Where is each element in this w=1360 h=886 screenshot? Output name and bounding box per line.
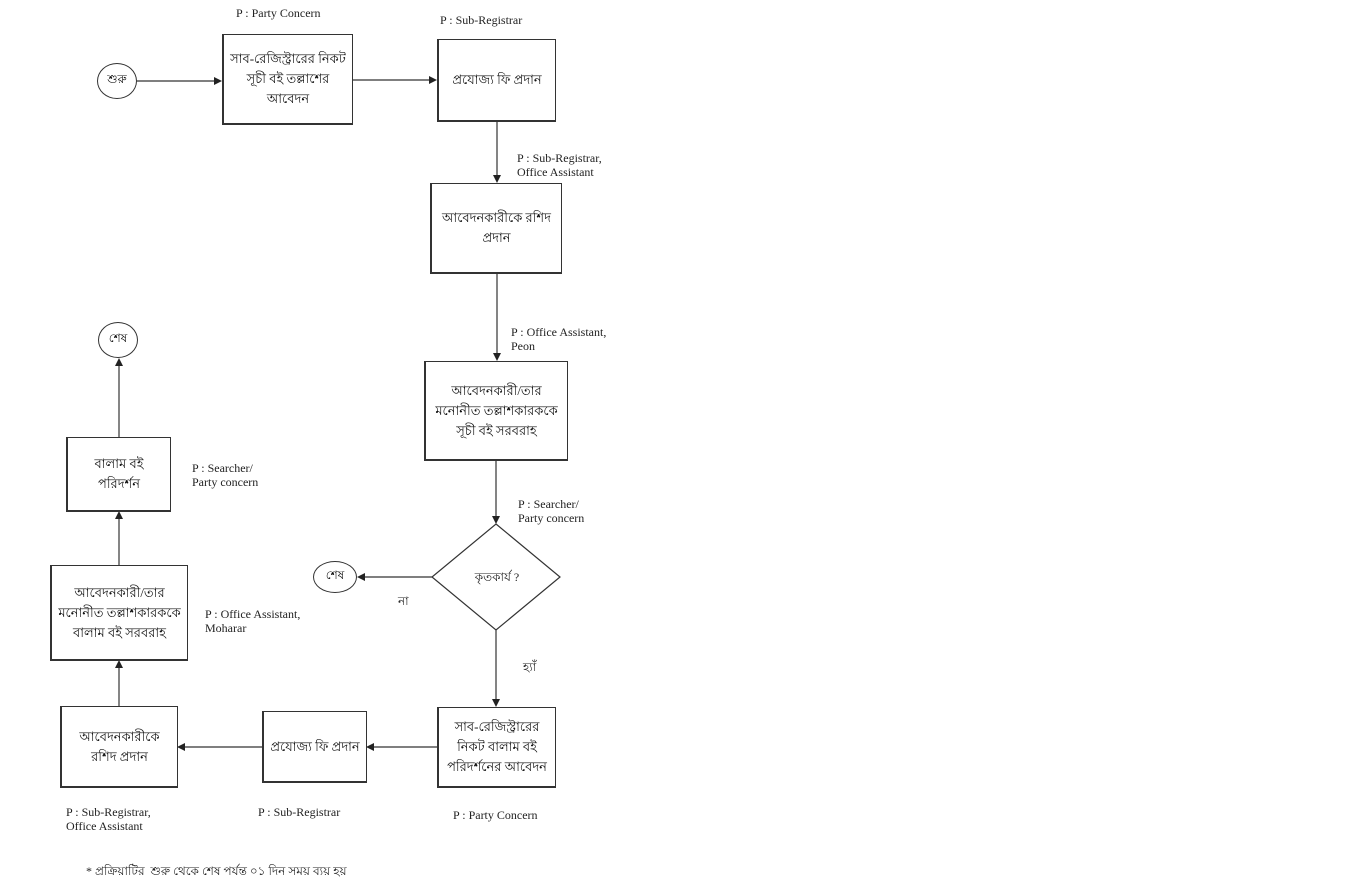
step-9-volume-inspection: বালাম বই পরিদর্শন xyxy=(66,437,171,512)
end-terminal-final: শেষ xyxy=(98,322,138,358)
arrowhead xyxy=(492,699,500,707)
arrowhead xyxy=(366,743,374,751)
step-2-fee-payment: প্রযোজ্য ফি প্রদান xyxy=(437,39,556,122)
role-label-step-5: P : Party Concern xyxy=(453,808,538,822)
role-label-step-3: P : Sub-Registrar, Office Assistant xyxy=(517,151,602,179)
role-label-step-9: P : Searcher/ Party concern xyxy=(192,461,259,489)
step-5-volume-inspection-application: সাব-রেজিস্ট্রারের নিকট বালাম বই পরিদর্শন… xyxy=(437,707,556,788)
step-4-supply-index-book: আবেদনকারী/তার মনোনীত তল্লাশকারককে সূচী ব… xyxy=(424,361,568,461)
step-1-search-application: সাব-রেজিস্ট্রারের নিকট সূচী বই তল্লাশের … xyxy=(222,34,353,125)
step-3-receipt: আবেদনকারীকে রশিদ প্রদান xyxy=(430,183,562,274)
end-terminal-no: শেষ xyxy=(313,561,357,593)
role-label-step-8: P : Office Assistant, Moharar xyxy=(205,607,301,635)
arrowhead xyxy=(214,77,222,85)
arrowhead xyxy=(177,743,185,751)
footnote-duration: * প্রক্রিয়াটির শুরু থেকে শেষ পর্যন্ত ০১… xyxy=(86,864,347,878)
arrowhead xyxy=(115,358,123,366)
branch-label-yes: হ্যাঁ xyxy=(523,660,537,674)
start-terminal: শুরু xyxy=(97,63,137,99)
step-6-fee-payment: প্রযোজ্য ফি প্রদান xyxy=(262,711,367,783)
arrowhead xyxy=(115,511,123,519)
arrowhead xyxy=(493,175,501,183)
branch-label-no: না xyxy=(398,594,409,608)
arrowhead xyxy=(493,353,501,361)
decision-label: কৃতকার্য ? xyxy=(474,570,520,584)
role-label-step-7: P : Sub-Registrar, Office Assistant xyxy=(66,805,151,833)
role-label-decision: P : Searcher/ Party concern xyxy=(518,497,585,525)
step-7-receipt: আবেদনকারীকে রশিদ প্রদান xyxy=(60,706,178,788)
role-label-step-2: P : Sub-Registrar xyxy=(440,13,523,27)
step-8-supply-volume-book: আবেদনকারী/তার মনোনীত তল্লাশকারককে বালাম … xyxy=(50,565,188,661)
arrowhead xyxy=(429,76,437,84)
arrowhead xyxy=(357,573,365,581)
role-label-step-6: P : Sub-Registrar xyxy=(258,805,341,819)
role-label-step-1: P : Party Concern xyxy=(236,6,321,20)
arrowhead xyxy=(115,660,123,668)
arrowhead xyxy=(492,516,500,524)
role-label-step-4: P : Office Assistant, Peon xyxy=(511,325,607,353)
